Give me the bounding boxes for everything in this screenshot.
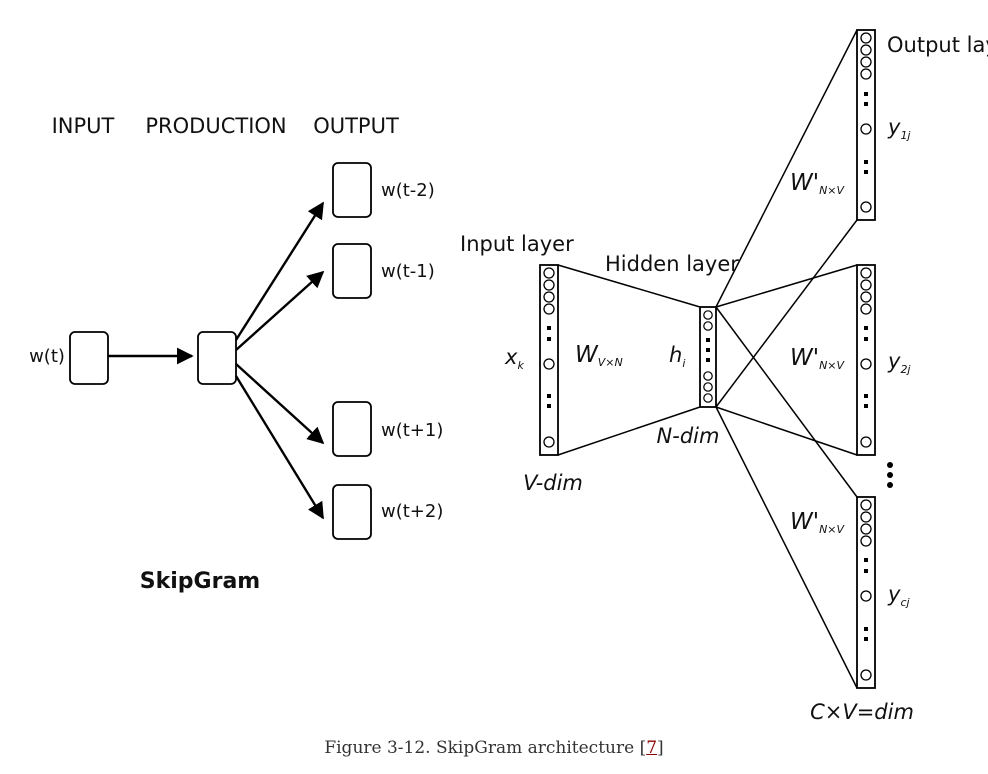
output-ellipsis-dots-1: [864, 92, 868, 174]
output-ellipsis-dots-3: [864, 558, 868, 641]
n-dim-label: N-dim: [657, 424, 720, 448]
projection-box: [197, 331, 237, 385]
input-word-box: [69, 331, 109, 385]
output-box-4: [332, 484, 372, 540]
skipgram-title: SkipGram: [140, 569, 260, 594]
output-layer-column-1: [856, 29, 876, 221]
output-var-label-3: ycj: [887, 582, 910, 609]
output-layer-label: Output lay: [887, 33, 988, 57]
figure-caption: Figure 3-12. SkipGram architecture [7]: [0, 738, 988, 758]
cv-dim-label: C×V=dim: [810, 700, 914, 724]
output-word-3: w(t+1): [381, 420, 443, 441]
output-neurons-1: [860, 32, 872, 213]
caption-close: ]: [657, 738, 664, 758]
hidden-neurons: [703, 310, 713, 403]
output-box-2: [332, 243, 372, 299]
hidden-var-label: hi: [669, 343, 685, 370]
input-var-label: xk: [504, 345, 524, 372]
output-var-label-2: y2j: [887, 349, 911, 376]
arrow-to-output-4: [234, 375, 325, 520]
input-neurons: [543, 267, 555, 448]
output-box-3: [332, 401, 372, 457]
output-layer-column-3: [856, 496, 876, 689]
input-layer-label: Input layer: [460, 232, 574, 256]
output-header: OUTPUT: [313, 114, 399, 138]
output-word-4: w(t+2): [381, 501, 443, 522]
output-word-1: w(t-2): [381, 180, 435, 201]
network-schematic: Input layer Hidden layer Output lay xk W…: [460, 29, 988, 724]
input-header: INPUT: [52, 114, 115, 138]
output-box-1: [332, 162, 372, 218]
output-word-2: w(t-1): [381, 261, 435, 282]
hidden-ellipsis-dots: [706, 338, 710, 362]
output-var-label-1: y1j: [887, 115, 911, 142]
weight-connections: [557, 29, 858, 689]
projection-header: PRODUCTION: [145, 114, 286, 138]
caption-text: Figure 3-12. SkipGram architecture [: [324, 738, 647, 758]
w-out-label-1: W'N×V: [790, 170, 846, 197]
input-layer-column: [539, 264, 559, 456]
input-word-label: w(t): [29, 346, 65, 367]
columns-ellipsis: [887, 462, 893, 488]
w-in-label: WV×N: [575, 342, 623, 369]
w-out-label-2: W'N×V: [790, 345, 846, 372]
output-ellipsis-dots-2: [864, 326, 868, 408]
output-neurons-2: [860, 267, 872, 448]
arrow-to-output-3: [235, 363, 325, 445]
arrow-to-output-1: [234, 201, 325, 341]
output-neurons-3: [860, 499, 872, 681]
output-layer-column-2: [856, 264, 876, 456]
w-out-label-3: W'N×V: [790, 509, 846, 536]
skipgram-schematic: INPUT PRODUCTION OUTPUT w(t) w(t-2) w(t-…: [29, 114, 443, 594]
citation-link[interactable]: 7: [646, 738, 658, 758]
hidden-layer-column: [699, 306, 717, 408]
arrow-to-output-2: [235, 270, 325, 351]
input-ellipsis-dots: [547, 326, 551, 408]
v-dim-label: V-dim: [523, 471, 583, 495]
hidden-layer-label: Hidden layer: [605, 252, 739, 276]
